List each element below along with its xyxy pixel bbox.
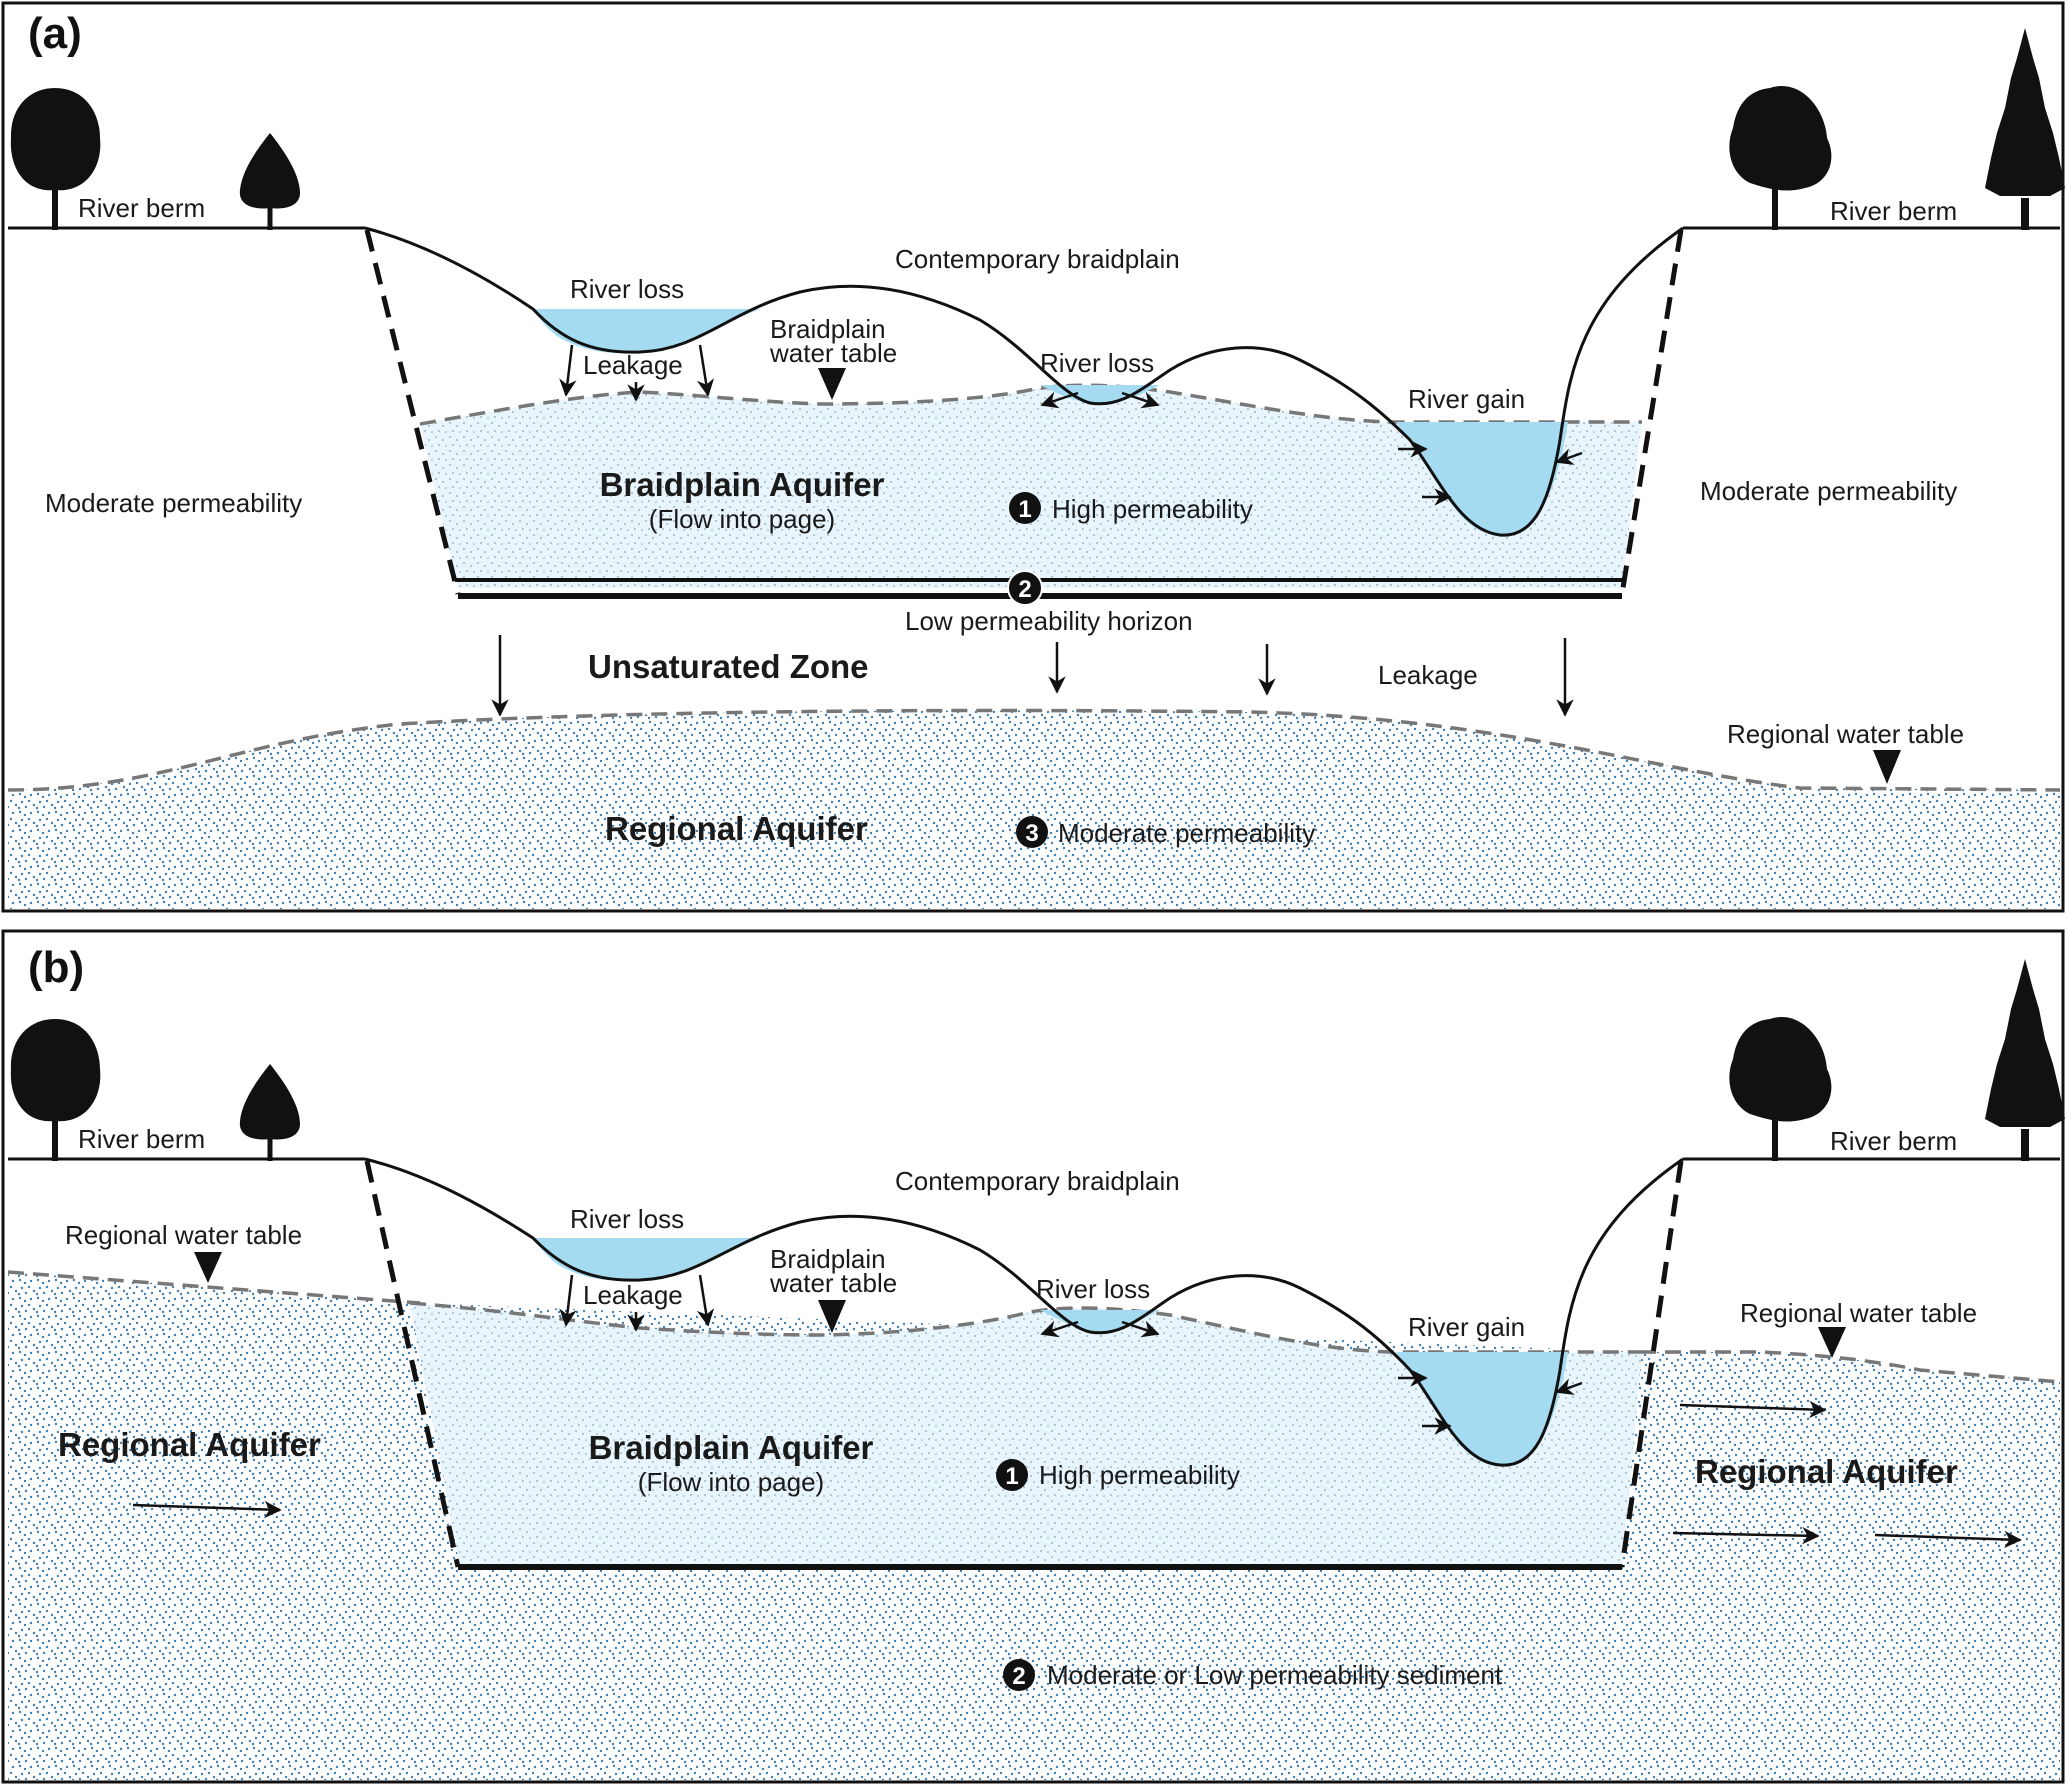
label-moderate-permeability-left: Moderate permeability (45, 488, 302, 518)
panel-label: (b) (28, 943, 84, 992)
label-river-berm-left: River berm (78, 193, 205, 223)
label-braidplain-wt-1: Braidplain (770, 314, 886, 344)
river-gain-arrow (1555, 448, 1583, 465)
regional-flow-arrow (1874, 1530, 2022, 1549)
label-braidplain-wt-2: water table (769, 1268, 897, 1298)
river-loss-arrow (1040, 391, 1079, 409)
tree-icon (239, 133, 300, 230)
panel-a-frame (1, 1, 2065, 913)
river-water-3 (1396, 1352, 1568, 1466)
river-water-1 (533, 1238, 760, 1281)
label-leakage: Leakage (1378, 660, 1478, 690)
badge-number: 1 (1018, 496, 1031, 523)
label-contemporary-braidplain: Contemporary braidplain (895, 1166, 1180, 1196)
river-water-3 (1396, 422, 1568, 536)
label-river-loss: River loss (1040, 348, 1154, 378)
river-water-1 (533, 309, 760, 354)
tree-icon (1729, 1017, 1832, 1161)
braidplain-aquifer-area (420, 385, 1642, 588)
braidplain-boundary-left (364, 229, 461, 595)
regional-flow-arrow (1672, 1526, 1820, 1545)
badge-2: 2 (1003, 1659, 1035, 1691)
label-regional-aquifer-left: Regional Aquifer (58, 1426, 321, 1463)
regional-aquifer-area (8, 710, 2060, 909)
braidplain-boundary-right (1619, 229, 1684, 595)
panel-b: 1 2 (b) River berm River berm Contempora… (1, 929, 2065, 1784)
label-unsaturated-zone: Unsaturated Zone (588, 648, 869, 685)
braidplain-aquifer-area (410, 1303, 1642, 1567)
label-river-gain: River gain (1408, 1312, 1525, 1342)
label-braidplain-aquifer: Braidplain Aquifer (600, 466, 885, 503)
leakage-arrow (559, 1274, 577, 1327)
label-flow-into-page: (Flow into page) (638, 1467, 824, 1497)
label-river-gain: River gain (1408, 384, 1525, 414)
label-regional-water-table-right: Regional water table (1740, 1298, 1977, 1328)
label-braidplain-aquifer: Braidplain Aquifer (589, 1429, 874, 1466)
label-moderate-permeability-regional: Moderate permeability (1058, 818, 1315, 848)
regional-flow-arrow (132, 1500, 282, 1519)
braidplain-boundary-left (364, 1160, 461, 1568)
river-water-2 (1040, 1310, 1160, 1332)
regional-flow-arrow (1679, 1400, 1827, 1419)
water-table-symbol-icon (1873, 750, 1901, 784)
panel-label: (a) (28, 9, 82, 58)
panel-b-frame (1, 929, 2065, 1784)
leakage-arrow (696, 344, 715, 397)
braidplain-boundary-right (1619, 1160, 1684, 1568)
badge-number: 1 (1005, 1463, 1018, 1490)
river-loss-arrow (1040, 1320, 1079, 1338)
label-regional-water-table-left: Regional water table (65, 1220, 302, 1250)
label-river-loss: River loss (1036, 1274, 1150, 1304)
badge-number: 2 (1012, 1663, 1025, 1690)
tree-icon (1729, 86, 1832, 230)
label-regional-aquifer-right: Regional Aquifer (1695, 1453, 1958, 1490)
river-gain-arrow (1555, 1378, 1583, 1395)
badge-number: 2 (1018, 576, 1031, 603)
label-river-berm-right: River berm (1830, 196, 1957, 226)
label-moderate-or-low-permeability-sediment: Moderate or Low permeability sediment (1047, 1660, 1503, 1690)
braidplain-water-table-line (419, 383, 1642, 426)
regional-water-table-line-left (7, 1270, 421, 1305)
badge-2: 2 (1007, 570, 1043, 606)
label-river-loss: River loss (570, 1204, 684, 1234)
water-table-symbol-icon (818, 368, 846, 400)
regional-water-table-line-right (1640, 1350, 2061, 1384)
label-moderate-permeability-right: Moderate permeability (1700, 476, 1957, 506)
river-water-2 (1040, 385, 1160, 404)
river-loss-arrow (1121, 391, 1160, 409)
water-table-symbol-icon (818, 1300, 846, 1333)
label-regional-aquifer: Regional Aquifer (605, 810, 868, 847)
label-leakage: Leakage (583, 350, 683, 380)
river-loss-arrow (1121, 1320, 1160, 1338)
water-table-symbol-icon (1818, 1327, 1846, 1358)
label-regional-water-table: Regional water table (1727, 719, 1964, 749)
label-flow-into-page: (Flow into page) (649, 504, 835, 534)
label-high-permeability: High permeability (1052, 494, 1253, 524)
label-braidplain-wt-2: water table (769, 338, 897, 368)
leakage-arrow (696, 1274, 715, 1327)
water-table-symbol-icon (194, 1252, 222, 1283)
badge-1: 1 (996, 1459, 1028, 1491)
panel-a: 1 2 3 (a) River berm River berm Contempo… (1, 1, 2065, 913)
label-high-permeability: High permeability (1039, 1460, 1240, 1490)
leakage-arrow (559, 344, 577, 397)
label-low-permeability-horizon: Low permeability horizon (905, 606, 1193, 636)
conifer-tree-icon (1985, 959, 2065, 1161)
label-leakage: Leakage (583, 1280, 683, 1310)
label-contemporary-braidplain: Contemporary braidplain (895, 244, 1180, 274)
label-braidplain-wt-1: Braidplain (770, 1244, 886, 1274)
braidplain-water-table-line (409, 1301, 1642, 1354)
label-river-berm-left: River berm (78, 1124, 205, 1154)
badge-3: 3 (1016, 816, 1048, 848)
label-river-berm-right: River berm (1830, 1126, 1957, 1156)
label-river-loss: River loss (570, 274, 684, 304)
badge-number: 3 (1025, 820, 1038, 847)
regional-water-table-line (7, 708, 2061, 792)
tree-icon (239, 1064, 300, 1161)
badge-1: 1 (1009, 492, 1041, 524)
conifer-tree-icon (1985, 28, 2065, 230)
